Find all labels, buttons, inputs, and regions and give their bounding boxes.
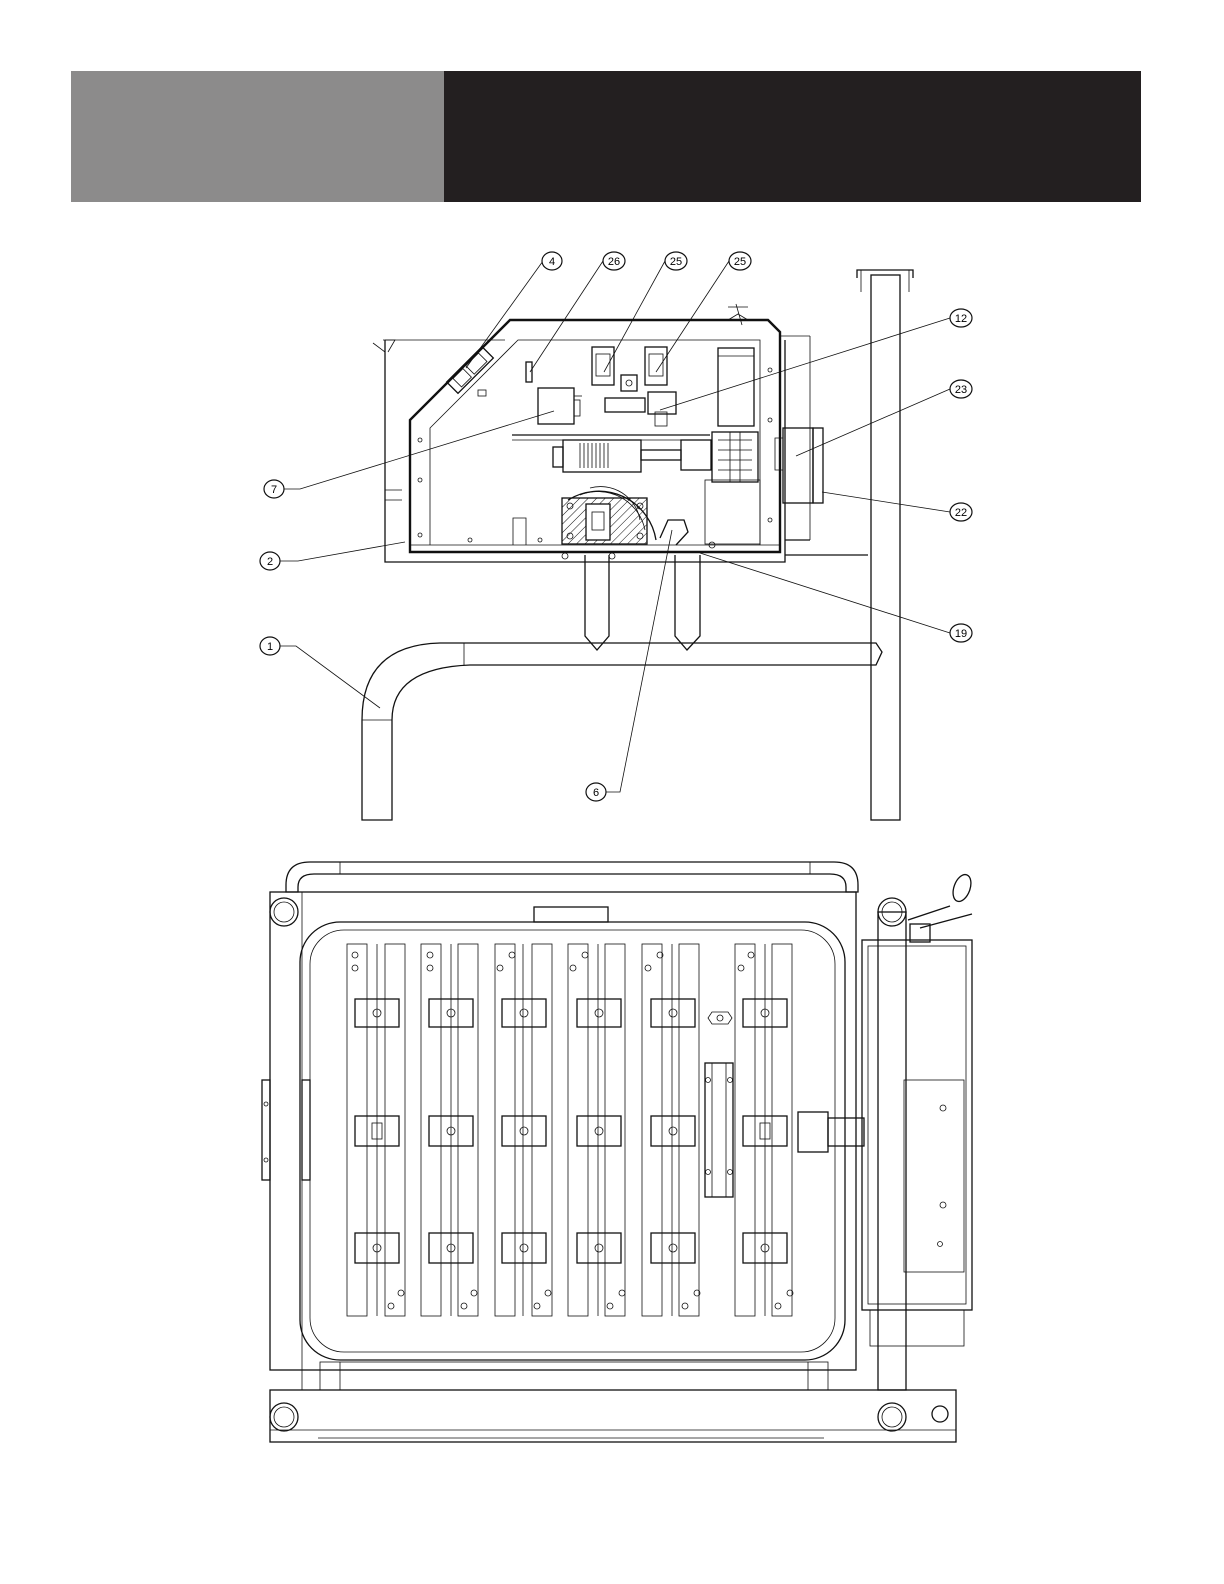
callout-label: 7 <box>271 484 277 496</box>
callout-c19: 19 <box>950 624 972 642</box>
callout-c7: 7 <box>264 480 284 498</box>
callout-label: 22 <box>955 507 967 519</box>
callout-c12: 12 <box>950 309 972 327</box>
slat-screws <box>352 952 793 1309</box>
callout-c25a: 25 <box>665 252 687 270</box>
callout-label: 26 <box>608 256 620 268</box>
callout-c26: 26 <box>603 252 625 270</box>
callout-label: 1 <box>267 641 273 653</box>
callout-label: 12 <box>955 313 967 325</box>
callout-c23: 23 <box>950 380 972 398</box>
callout-label: 23 <box>955 384 967 396</box>
callout-label: 19 <box>955 628 967 640</box>
callout-c25b: 25 <box>729 252 751 270</box>
callout-label: 6 <box>593 787 599 799</box>
clamp-blocks <box>355 999 787 1263</box>
callout-label: 2 <box>267 556 273 568</box>
top-view-drawing <box>262 862 974 1442</box>
grill-slats <box>347 944 792 1316</box>
callout-label: 25 <box>734 256 746 268</box>
callout-c6: 6 <box>586 783 606 801</box>
callout-c4: 4 <box>542 252 562 270</box>
callout-c22: 22 <box>950 503 972 521</box>
callout-label: 4 <box>549 256 555 268</box>
callout-label: 25 <box>670 256 682 268</box>
callout-c2: 2 <box>260 552 280 570</box>
side-view-drawing <box>362 270 913 820</box>
callout-c1: 1 <box>260 637 280 655</box>
